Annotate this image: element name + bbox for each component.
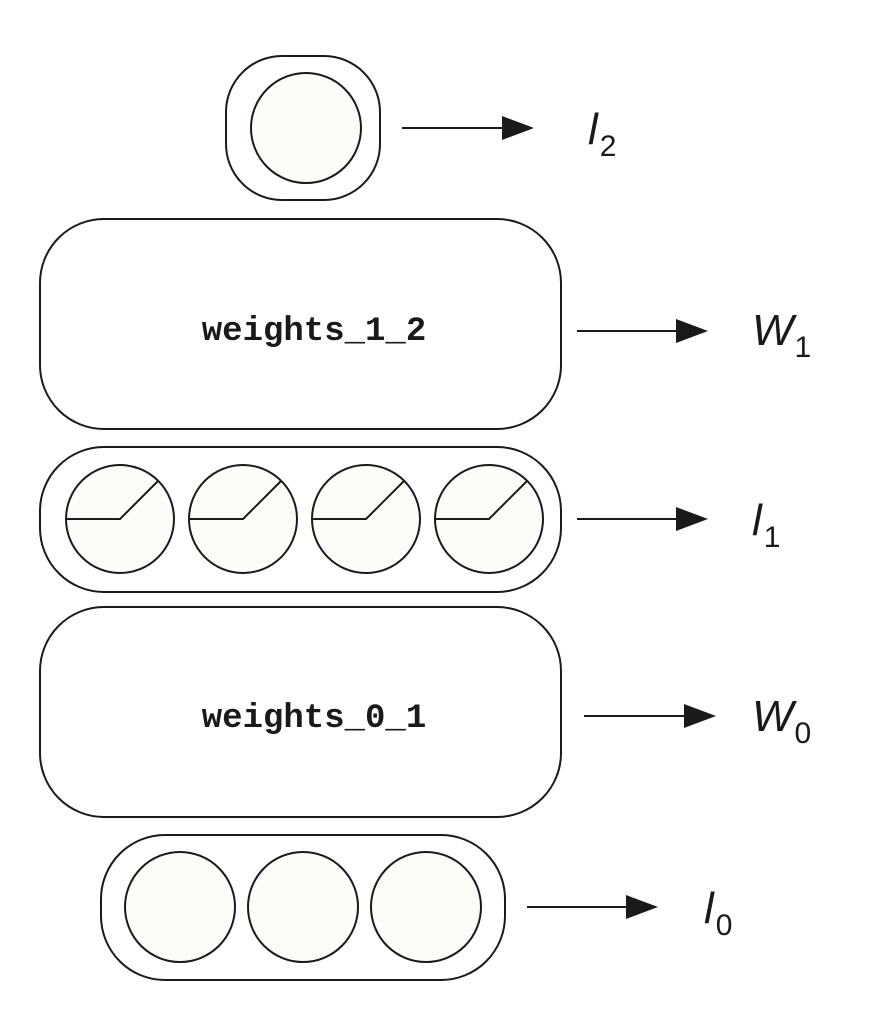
activation-glyph <box>435 480 528 520</box>
layer-1-symbol: l1 <box>752 496 780 554</box>
layer-0-symbol: l0 <box>704 884 732 942</box>
layer-1-container <box>39 446 562 593</box>
layer-1-neuron <box>434 464 544 574</box>
activation-glyph <box>312 480 405 520</box>
weights-1-2: weights_1_2 W1 <box>39 218 811 430</box>
layer-1-neuron <box>311 464 421 574</box>
weights-0-1-label: weights_0_1 <box>202 700 426 738</box>
weights-1-2-label: weights_1_2 <box>202 313 426 351</box>
layer-0-neuron <box>124 851 236 963</box>
layer-2-arrowhead <box>502 116 534 140</box>
activation-glyph <box>66 480 159 520</box>
layer-1-neuron <box>65 464 175 574</box>
weights-0-1-arrowhead <box>684 704 716 728</box>
activation-glyph <box>189 480 282 520</box>
layer-2: l2 <box>225 55 616 201</box>
weights-0-1: weights_0_1 W0 <box>39 606 811 818</box>
layer-0-arrowhead <box>626 895 658 919</box>
layer-0: l0 <box>100 834 732 981</box>
layer-0-neuron <box>370 851 482 963</box>
weights-1-2-symbol: W1 <box>752 306 811 364</box>
layer-2-symbol: l2 <box>588 105 616 163</box>
weights-0-1-box <box>39 606 562 818</box>
layer-1-neuron <box>188 464 298 574</box>
layer-2-neuron <box>250 72 362 184</box>
weights-1-2-box <box>39 218 562 430</box>
layer-0-neuron <box>247 851 359 963</box>
weights-0-1-symbol: W0 <box>752 692 811 750</box>
weights-1-2-arrowhead <box>676 319 708 343</box>
layer-1: l1 <box>39 446 780 593</box>
layer-1-arrowhead <box>676 507 708 531</box>
